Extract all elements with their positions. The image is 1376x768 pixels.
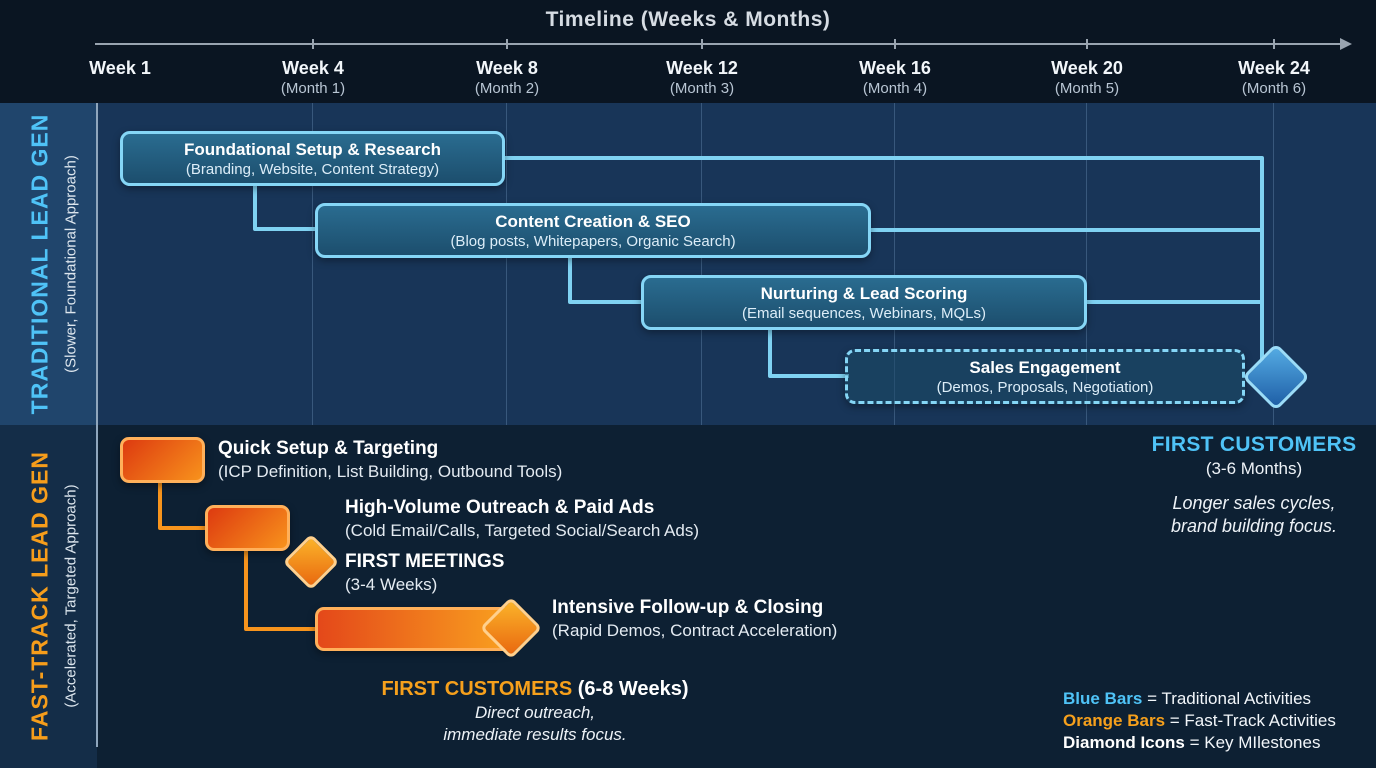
traditional-section-label: TRADITIONAL LEAD GEN (26, 113, 53, 415)
week-label: Week 24 (1238, 58, 1310, 78)
legend-row-orange: Orange Bars = Fast-Track Activities (1063, 710, 1336, 732)
bar-subtitle: (ICP Definition, List Building, Outbound… (218, 462, 563, 481)
axis-label-week16: Week 16 (Month 4) (810, 58, 980, 97)
bar-subtitle: (Demos, Proposals, Negotiation) (936, 378, 1154, 396)
axis-tick (894, 39, 896, 49)
axis-label-week12: Week 12 (Month 3) (617, 58, 787, 97)
fast-track-outcome-note-1: Direct outreach, (475, 703, 595, 722)
week-label: Week 16 (859, 58, 931, 78)
month-label: (Month 5) (1054, 80, 1120, 97)
week-label: Week 1 (89, 58, 151, 78)
bar-title: Content Creation & SEO (495, 211, 691, 231)
bar-subtitle: (Branding, Website, Content Strategy) (185, 160, 440, 178)
fast-track-section-band (0, 425, 1376, 768)
bar-content-creation: Content Creation & SEO (Blog posts, Whit… (315, 203, 871, 258)
week-label: Week 20 (1051, 58, 1123, 78)
bar-subtitle: (Email sequences, Webinars, MQLs) (742, 304, 986, 322)
week-label: Week 8 (476, 58, 538, 78)
fast-track-outcome: FIRST CUSTOMERS (6-8 Weeks) Direct outre… (320, 678, 750, 745)
fast-track-outcome-timeframe: (6-8 Weeks) (572, 678, 689, 700)
gridline-week4 (312, 103, 313, 425)
gridline-week24 (1273, 103, 1274, 425)
bar-sales-engagement: Sales Engagement (Demos, Proposals, Nego… (845, 349, 1245, 404)
legend-diamond-value: = Key MIlestones (1184, 733, 1321, 752)
bar-subtitle: (Cold Email/Calls, Targeted Social/Searc… (345, 521, 700, 540)
axis-label-week24: Week 24 (Month 6) (1189, 58, 1359, 97)
axis-tick (1273, 39, 1275, 49)
legend-blue-value: = Traditional Activities (1142, 689, 1312, 708)
bar-title: Sales Engagement (969, 357, 1121, 377)
axis-tick (701, 39, 703, 49)
intensive-follow-up-text: Intensive Follow-up & Closing (Rapid Dem… (552, 597, 837, 641)
milestone-timeframe: (3-4 Weeks) (345, 575, 438, 594)
legend-row-diamond: Diamond Icons = Key MIlestones (1063, 732, 1336, 754)
bar-subtitle: (Blog posts, Whitepapers, Organic Search… (450, 232, 736, 250)
axis-tick (506, 39, 508, 49)
traditional-outcome-note-1: Longer sales cycles, (1172, 493, 1336, 513)
legend-row-blue: Blue Bars = Traditional Activities (1063, 688, 1336, 710)
week-label: Week 4 (282, 58, 344, 78)
legend-orange-value: = Fast-Track Activities (1165, 711, 1336, 730)
quick-setup-text: Quick Setup & Targeting (ICP Definition,… (218, 438, 562, 482)
gridline-week8 (506, 103, 507, 425)
fast-track-section-label: FAST-TRACK LEAD GEN (26, 451, 53, 741)
axis-label-week20: Week 20 (Month 5) (1002, 58, 1172, 97)
bar-title: Quick Setup & Targeting (218, 438, 439, 459)
traditional-section-sublabel: (Slower, Foundational Approach) (62, 155, 80, 373)
vertical-axis-line (96, 103, 98, 747)
legend: Blue Bars = Traditional Activities Orang… (1063, 688, 1336, 754)
legend-diamond-key: Diamond Icons (1063, 733, 1185, 752)
month-label: (Month 2) (474, 80, 540, 97)
bar-title: High-Volume Outreach & Paid Ads (345, 497, 655, 518)
traditional-label-strip (0, 103, 97, 425)
month-label: (Month 1) (280, 80, 346, 97)
timeline-axis-arrowhead-icon (1340, 38, 1352, 50)
fast-track-section-sublabel: (Accelerated, Targeted Approach) (62, 484, 80, 708)
bar-quick-setup (120, 437, 205, 483)
legend-blue-key: Blue Bars (1063, 689, 1143, 708)
month-label: (Month 6) (1241, 80, 1307, 97)
bar-foundational-setup: Foundational Setup & Research (Branding,… (120, 131, 505, 186)
fast-track-outcome-note-2: immediate results focus. (443, 725, 627, 744)
axis-tick (312, 39, 314, 49)
first-meetings-milestone: FIRST MEETINGS (3-4 Weeks) (345, 551, 504, 595)
month-label: (Month 4) (862, 80, 928, 97)
traditional-outcome-note-2: brand building focus. (1170, 516, 1338, 536)
high-volume-outreach-text: High-Volume Outreach & Paid Ads (Cold Em… (345, 497, 699, 541)
bar-high-volume-outreach (205, 505, 290, 551)
axis-label-week8: Week 8 (Month 2) (422, 58, 592, 97)
page-title: Timeline (Weeks & Months) (545, 8, 831, 31)
milestone-title: FIRST MEETINGS (345, 551, 505, 572)
month-label: (Month 3) (669, 80, 735, 97)
legend-orange-key: Orange Bars (1063, 711, 1166, 730)
week-label: Week 12 (666, 58, 738, 78)
traditional-outcome: FIRST CUSTOMERS (3-6 Months) Longer sale… (1104, 433, 1376, 537)
fast-track-outcome-title-line: FIRST CUSTOMERS (6-8 Weeks) (320, 678, 750, 701)
timeline-axis (95, 43, 1341, 45)
bar-intensive-follow-up (315, 607, 512, 651)
axis-label-week1: Week 1 (35, 58, 205, 80)
fast-track-outcome-title: FIRST CUSTOMERS (381, 678, 573, 700)
bar-title: Nurturing & Lead Scoring (760, 283, 968, 303)
axis-tick (1086, 39, 1088, 49)
bar-nurturing-lead-scoring: Nurturing & Lead Scoring (Email sequence… (641, 275, 1087, 330)
axis-label-week4: Week 4 (Month 1) (228, 58, 398, 97)
traditional-outcome-title: FIRST CUSTOMERS (1151, 433, 1357, 456)
bar-title: Foundational Setup & Research (184, 139, 441, 159)
bar-subtitle: (Rapid Demos, Contract Acceleration) (552, 621, 838, 640)
fast-track-label-strip (0, 425, 97, 768)
gridline-week12 (701, 103, 702, 425)
traditional-outcome-timeframe: (3-6 Months) (1205, 459, 1303, 478)
bar-title: Intensive Follow-up & Closing (552, 597, 824, 618)
